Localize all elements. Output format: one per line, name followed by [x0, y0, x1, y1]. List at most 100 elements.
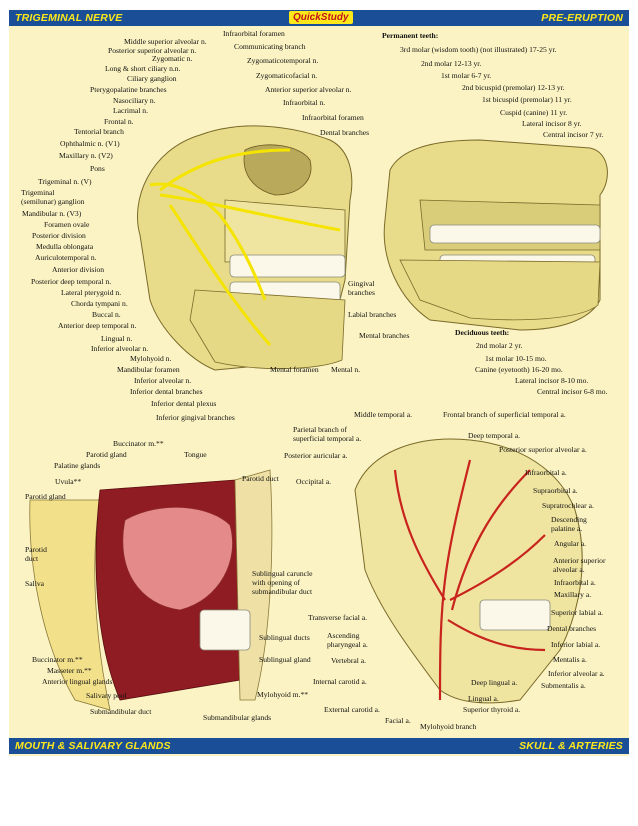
deciduous-upper-teeth — [429, 224, 601, 244]
artery-label: External carotid a. — [324, 705, 380, 714]
artery-label: Maxillary a. — [554, 590, 592, 599]
mouth-label: Masseter m.** — [47, 666, 92, 675]
mouth-label: Palatine glands — [54, 461, 101, 470]
artery-label: Superior labial a. — [551, 608, 604, 617]
mandible — [189, 289, 346, 369]
deciduous-teeth-title: Deciduous teeth: — [455, 328, 510, 337]
trigeminal-label: Posterior superior alveolar n. — [108, 46, 197, 55]
trigeminal-label: Lateral pterygoid n. — [61, 288, 122, 297]
mouth-label: Tongue — [184, 450, 207, 459]
upper-teeth — [229, 254, 346, 278]
trigeminal-label: Pterygopalatine branches — [90, 85, 167, 94]
mouth-label: Submandibular duct — [90, 707, 152, 716]
permanent-tooth-label: Lateral incisor 8 yr. — [522, 119, 582, 128]
mouth-label: Saliva — [25, 579, 44, 588]
arteries-illustration — [354, 438, 583, 704]
permanent-tooth-label: 2nd bicuspid (premolar) 12-13 yr. — [462, 83, 565, 92]
artery-label: Parietal branch of — [293, 425, 347, 434]
artery-label: Deep lingual a. — [471, 678, 518, 687]
trigeminal-label: Mental n. — [331, 365, 361, 374]
trigeminal-label: Labial branches — [348, 310, 397, 319]
trigeminal-label: Inferior dental plexus — [151, 399, 217, 408]
mouth-label: Parotid — [25, 545, 47, 554]
trigeminal-label: Middle superior alveolar n. — [124, 37, 207, 46]
eruption-skull-illustration — [383, 139, 608, 331]
mouth-teeth — [199, 609, 251, 651]
mouth-label: Salivary pool — [86, 691, 127, 700]
trigeminal-label: Inferior alveolar n. — [91, 344, 149, 353]
permanent-tooth-label: Central incisor 7 yr. — [543, 130, 604, 139]
trigeminal-label: Zygomaticofacial n. — [256, 71, 318, 80]
mouth-label: Mylohyoid m.** — [257, 690, 309, 699]
trigeminal-label: Chorda tympani n. — [71, 299, 128, 308]
mouth-label: Sublingual gland — [259, 655, 311, 664]
trigeminal-label: Dental branches — [320, 128, 370, 137]
artery-label: Posterior superior alveolar a. — [499, 445, 587, 454]
mouth-label: Sublingual caruncle — [252, 569, 313, 578]
artery-label: Inferior labial a. — [551, 640, 601, 649]
trigeminal-nerve-trunk — [149, 148, 341, 346]
mouth-label: Buccinator m.** — [32, 655, 83, 664]
deciduous-tooth-label: Canine (eyetooth) 16-20 mo. — [475, 365, 563, 374]
trigeminal-label: Infraorbital foramen — [223, 29, 285, 38]
artery-label: Supraorbital a. — [533, 486, 578, 495]
trigeminal-label: Mandibular foramen — [117, 365, 180, 374]
trigeminal-label: Foramen ovale — [44, 220, 90, 229]
footer-right-title: SKULL & ARTERIES — [519, 740, 623, 752]
header-right-title: PRE-ERUPTION — [541, 12, 623, 24]
artery-label: pharyngeal a. — [327, 640, 368, 649]
trigeminal-label: Mandibular n. (V3) — [22, 209, 82, 218]
deciduous-tooth-label: 1st molar 10-15 mo. — [485, 354, 547, 363]
trigeminal-label: Mental foramen — [270, 365, 319, 374]
artery-label: Posterior auricular a. — [284, 451, 348, 460]
permanent-tooth-label: Cuspid (canine) 11 yr. — [500, 108, 568, 117]
child-mandible — [399, 259, 601, 321]
trigeminal-label: Mylohyoid n. — [130, 354, 172, 363]
artery-label: alveolar a. — [553, 565, 585, 574]
artery-label: Dental branches — [547, 624, 597, 633]
deciduous-tooth-label: Lateral incisor 8-10 mo. — [515, 376, 589, 385]
trigeminal-label: Posterior division — [32, 231, 86, 240]
artery-label: Vertebral a. — [331, 656, 366, 665]
trigeminal-label: (semilunar) ganglion — [21, 197, 85, 206]
artery-label: superficial temporal a. — [293, 434, 362, 443]
artery-label: Ascending — [327, 631, 360, 640]
trigeminal-label: Pons — [90, 164, 105, 173]
mouth-label: Sublingual ducts — [259, 633, 310, 642]
artery-label: Mentalis a. — [553, 655, 587, 664]
trigeminal-label: Auriculotemporal n. — [35, 253, 97, 262]
mouth-label: submandibular duct — [252, 587, 313, 596]
mouth-label: Buccinator m.** — [113, 439, 164, 448]
trigeminal-label: Inferior gingival branches — [156, 413, 235, 422]
permanent-tooth-label: 3rd molar (wisdom tooth) (not illustrate… — [400, 45, 557, 54]
artery-label: Occipital a. — [296, 477, 331, 486]
artery-label: Deep temporal a. — [468, 431, 521, 440]
artery-label: Internal carotid a. — [313, 677, 367, 686]
artery-label: Infraorbital a. — [554, 578, 596, 587]
mouth-label: Parotid gland — [25, 492, 66, 501]
quickstudy-logo: QuickStudy — [289, 11, 353, 24]
trigeminal-label: branches — [348, 288, 375, 297]
artery-label: Frontal branch of superficial temporal a… — [443, 410, 566, 419]
trigeminal-label: Trigeminal n. (V) — [38, 177, 92, 186]
trigeminal-label: Inferior alveolar n. — [134, 376, 192, 385]
artery-label: Infraorbital a. — [525, 468, 567, 477]
trigeminal-label: Frontal n. — [104, 117, 134, 126]
trigeminal-label: Ciliary ganglion — [127, 74, 177, 83]
trigeminal-label: Nasociliary n. — [113, 96, 156, 105]
artery-label: Submentalis a. — [541, 681, 586, 690]
mouth-label: Uvula** — [55, 477, 82, 486]
trigeminal-label: Ophthalmic n. (V1) — [60, 139, 120, 148]
artery-label: Lingual a. — [468, 694, 499, 703]
trigeminal-label: Communicating branch — [234, 42, 306, 51]
header-left-title: TRIGEMINAL NERVE — [15, 12, 123, 24]
skull-lateral — [354, 438, 583, 704]
trigeminal-label: Anterior deep temporal n. — [58, 321, 137, 330]
artery-label: palatine a. — [551, 524, 583, 533]
permanent-tooth-label: 1st bicuspid (premolar) 11 yr. — [482, 95, 572, 104]
trigeminal-label: Gingival — [348, 279, 375, 288]
artery-label: Mylohyoid branch — [420, 722, 477, 731]
mouth-label: Anterior lingual glands — [42, 677, 113, 686]
permanent-tooth-label: 1st molar 6-7 yr. — [441, 71, 492, 80]
